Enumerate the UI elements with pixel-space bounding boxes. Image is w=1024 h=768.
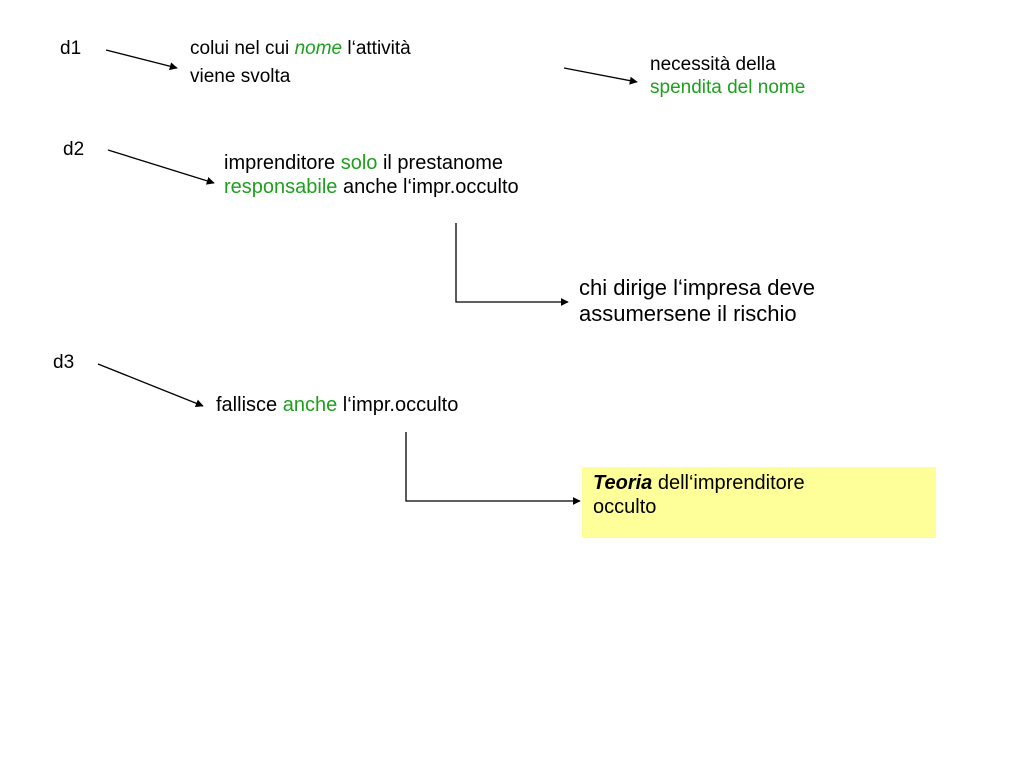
d2-result-line2: assumersene il rischio: [579, 301, 797, 327]
d1-statement-line2: viene svolta: [190, 66, 291, 88]
arrow-d3: [97, 363, 204, 408]
theory-highlight-box: [582, 467, 936, 538]
label-d2: d2: [63, 139, 85, 160]
arrow-d1: [105, 49, 178, 71]
d3-statement-line1: fallisce anche l‘impr.occulto: [216, 394, 459, 416]
d2-result-line1: chi dirige l‘impresa deve: [579, 275, 815, 300]
label-d3: d3: [53, 352, 75, 373]
d1-keyword: nome: [294, 38, 343, 59]
d2-statement-line2: responsabile anche l‘impr.occulto: [224, 176, 519, 199]
d2-keyword-responsabile: responsabile: [224, 176, 338, 199]
arrow-d1-result: [563, 67, 638, 85]
arrow-d3-result: [405, 432, 581, 505]
d2-statement: imprenditore solo il prestanome responsa…: [224, 151, 519, 200]
d3-result-line2: occulto: [593, 496, 657, 519]
d3-result: Teoria dell‘imprenditore occulto: [593, 471, 805, 520]
d3-keyword: anche: [282, 394, 338, 416]
d3-result-line1: Teoria dell‘imprenditore: [593, 472, 805, 494]
d1-result-line1: necessità della: [650, 54, 776, 75]
theory-keyword: Teoria: [593, 472, 653, 494]
label-d1: d1: [60, 38, 82, 59]
d1-result-line2: spendita del nome: [650, 77, 806, 99]
arrow-d2: [107, 149, 215, 185]
d1-statement: colui nel cui nome l‘attività viene svol…: [190, 37, 411, 88]
d1-statement-line1: colui nel cui nome l‘attività: [190, 38, 411, 59]
d2-statement-line1: imprenditore solo il prestanome: [224, 152, 504, 174]
d1-result: necessità della spendita del nome: [650, 53, 805, 99]
arrow-d2-result: [455, 223, 569, 306]
d2-result: chi dirige l‘impresa deve assumersene il…: [579, 275, 815, 328]
d3-statement: fallisce anche l‘impr.occulto: [216, 393, 458, 417]
d2-keyword-solo: solo: [340, 152, 378, 174]
